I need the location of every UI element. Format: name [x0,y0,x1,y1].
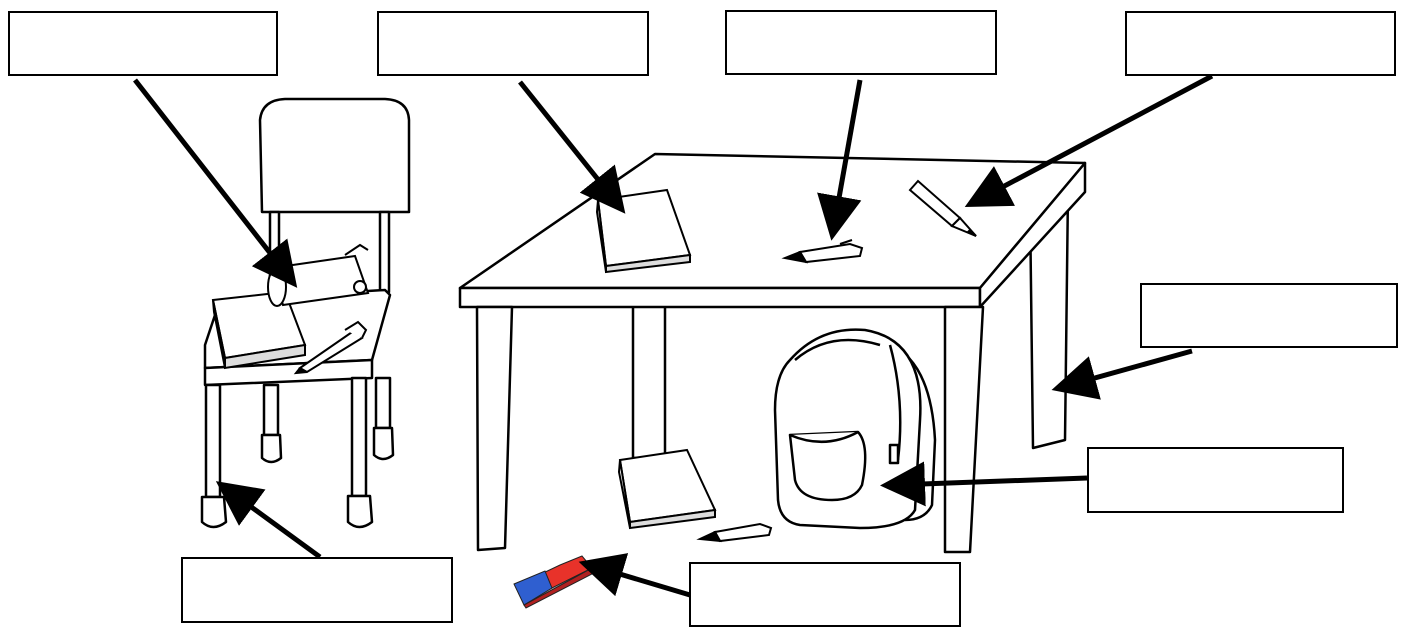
label-box-chair[interactable] [181,557,453,623]
table [458,152,1087,554]
arrow-to-pencil-case [133,78,298,288]
table-pencil [908,179,977,237]
arrow-to-schoolbag [880,461,1088,507]
label-box-rubber[interactable] [689,562,961,627]
arrow-to-table-book [518,80,626,214]
floor-pen [696,522,773,543]
pointer-arrows [133,73,1214,598]
arrow-to-chair-leg [215,481,322,560]
label-box-table[interactable] [1140,283,1398,348]
schoolbag [773,328,937,530]
arrow-to-table-leg [1051,348,1193,400]
label-box-pencil-case[interactable] [8,11,278,76]
arrow-to-table-pencil [964,73,1214,208]
floor-book [617,448,717,530]
label-box-pen[interactable] [725,10,997,75]
label-box-book[interactable] [377,11,649,76]
arrow-to-table-pen [817,79,863,241]
rubber [513,555,593,609]
chair-pen [293,320,368,375]
label-box-schoolbag[interactable] [1087,447,1344,513]
chair-book [211,290,307,370]
arrow-to-rubber [578,553,691,598]
label-box-pencil[interactable] [1125,11,1396,76]
